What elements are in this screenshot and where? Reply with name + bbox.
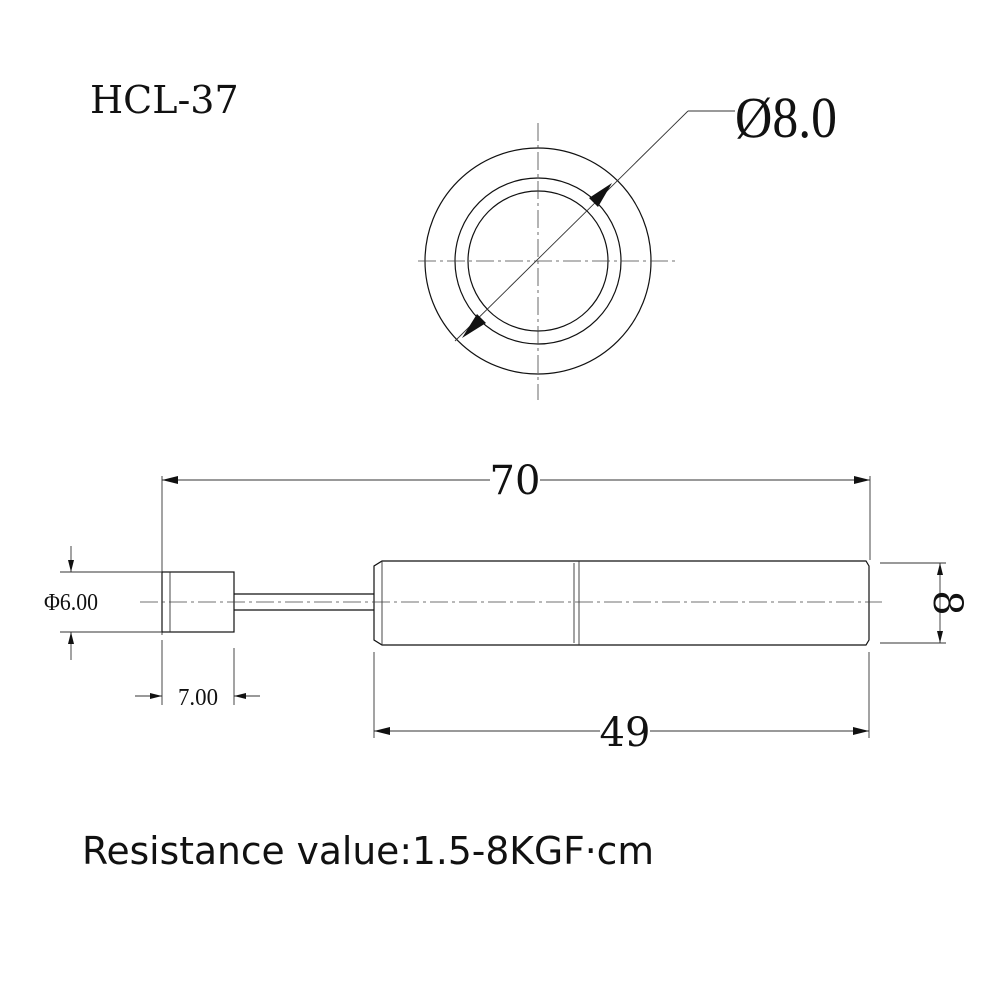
cap-diameter-label: Φ6.00 — [44, 590, 98, 616]
cap-diameter-arrow-top — [68, 560, 74, 572]
diameter-arrow-bottom — [462, 314, 486, 338]
overall-length-label: 70 — [490, 458, 541, 504]
body-length-arrow-left — [374, 727, 390, 735]
overall-arrow-left — [162, 476, 178, 484]
body-diameter-label: 8 — [924, 590, 970, 615]
diameter-dimension-line — [454, 110, 689, 342]
cap-length-arrow-left — [150, 693, 162, 699]
model-title: HCL-37 — [90, 78, 239, 122]
front-view: Ø8.0 — [418, 85, 837, 400]
cap-length-arrow-right — [234, 693, 246, 699]
cap-length-label: 7.00 — [178, 685, 218, 711]
diameter-label: Ø8.0 — [735, 85, 837, 150]
body-diameter-arrow-bottom — [937, 631, 943, 643]
body-diameter-arrow-top — [937, 563, 943, 575]
cap-diameter-arrow-bottom — [68, 632, 74, 644]
body-length-label: 49 — [600, 710, 651, 756]
body-outline — [373, 560, 870, 646]
body-length-arrow-right — [853, 727, 869, 735]
diameter-arrow-top — [589, 183, 612, 207]
overall-arrow-right — [854, 476, 870, 484]
side-view: 70 Φ6.00 7.00 8 — [44, 458, 970, 756]
resistance-note: Resistance value:1.5-8KGF·cm — [82, 829, 654, 873]
